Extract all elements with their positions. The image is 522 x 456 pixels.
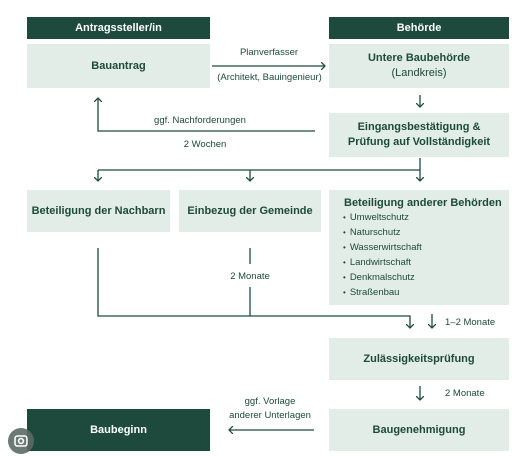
gemeinde-label: Einbezug der Gemeinde	[187, 204, 313, 217]
box-zulaessigkeitspruefung: Zulässigkeitsprüfung	[329, 338, 509, 380]
box-eingangsbestaetigung: Eingangsbestätigung & Prüfung auf Vollst…	[329, 113, 509, 157]
label-zwei-wochen: 2 Wochen	[183, 139, 227, 150]
behoerden-item: Straßenbau	[343, 285, 422, 300]
lens-icon[interactable]	[8, 428, 34, 454]
baugenehmigung-label: Baugenehmigung	[372, 423, 466, 436]
bauantrag-label: Bauantrag	[91, 59, 146, 72]
eingang-line2: Prüfung auf Vollständigkeit	[347, 136, 491, 148]
box-bauantrag: Bauantrag	[27, 44, 210, 88]
box-baubeginn: Baubeginn	[27, 409, 210, 451]
label-vorlage-line2: anderer Unterlagen	[229, 410, 311, 421]
behoerden-item: Umweltschutz	[343, 210, 422, 225]
label-nachforderungen: ggf. Nachforderungen	[154, 115, 246, 126]
box-gemeinde: Einbezug der Gemeinde	[179, 190, 321, 232]
label-vorlage-line1: ggf. Vorlage	[244, 396, 296, 407]
label-ein-zwei-monate: 1–2 Monate	[445, 317, 496, 328]
baubeginn-label: Baubeginn	[90, 424, 147, 436]
arrow-nachforderungen	[98, 98, 315, 132]
label-planverfasser: Planverfasser	[239, 47, 299, 58]
nachbarn-label: Beteiligung der Nachbarn	[31, 204, 166, 217]
label-planverfasser-sub: (Architekt, Bauingenieur)	[217, 72, 322, 83]
header-applicant: Antragssteller/in	[27, 17, 210, 39]
lens-glyph-icon	[14, 435, 28, 447]
untere-baubehoerde-sub: (Landkreis)	[391, 67, 447, 79]
behoerden-item: Naturschutz	[343, 225, 422, 240]
behoerden-item: Wasserwirtschaft	[343, 240, 422, 255]
untere-baubehoerde-title: Untere Baubehörde	[367, 52, 471, 64]
behoerden-list: Umweltschutz Naturschutz Wasserwirtschaf…	[343, 210, 422, 300]
box-baugenehmigung: Baugenehmigung	[329, 409, 509, 451]
behoerden-item: Landwirtschaft	[343, 255, 422, 270]
nachbarn-to-gather	[97, 248, 410, 328]
behoerden-item: Denkmalschutz	[343, 270, 422, 285]
label-zwei-monate-gemeinde: 2 Monate	[230, 271, 270, 282]
zulaessigkeit-label: Zulässigkeitsprüfung	[363, 352, 475, 365]
box-nachbarn: Beteiligung der Nachbarn	[27, 190, 170, 232]
header-authority: Behörde	[329, 17, 509, 39]
behoerden-title: Beteiligung anderer Behörden	[344, 197, 502, 209]
box-untere-baubehoerde: Untere Baubehörde (Landkreis)	[329, 44, 509, 88]
eingang-line1: Eingangsbestätigung &	[357, 121, 481, 133]
label-zwei-monate-zulaessigkeit: 2 Monate	[445, 388, 485, 399]
